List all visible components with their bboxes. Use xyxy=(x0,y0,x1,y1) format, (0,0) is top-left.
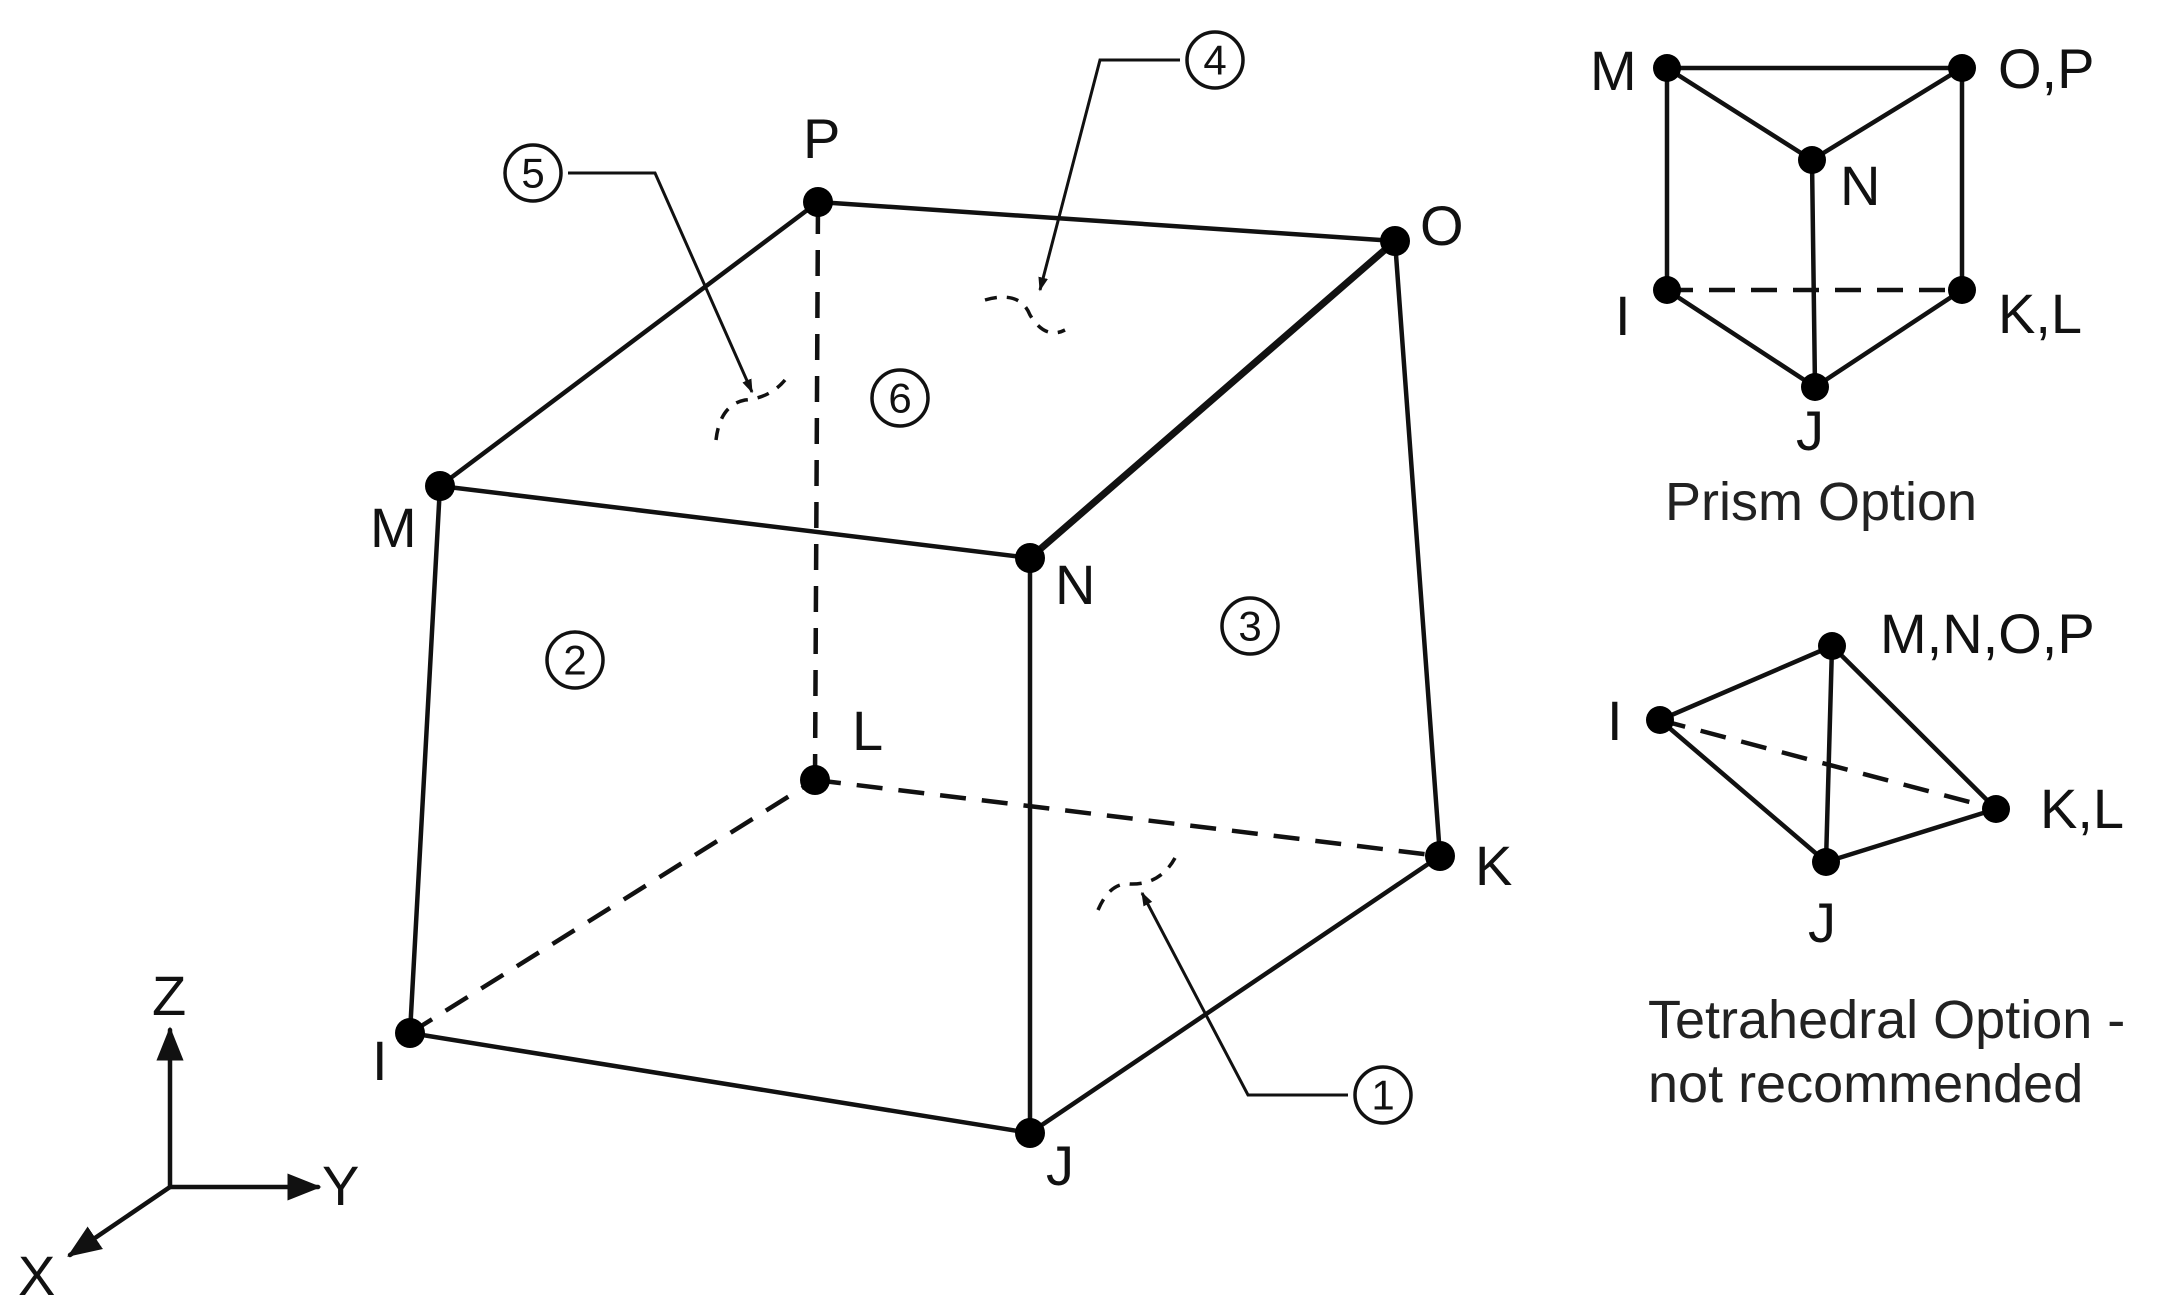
face-5-marker xyxy=(503,143,563,203)
node-N xyxy=(1015,543,1045,573)
edge-L-K xyxy=(814,777,1441,859)
face-2-marker xyxy=(545,630,605,690)
tetra-edge-I-J xyxy=(1657,717,1829,865)
prism-node-KL xyxy=(1948,276,1976,304)
prism-node-M xyxy=(1653,54,1681,82)
face-1-leader xyxy=(1140,891,1348,1097)
prism-edge-M-N xyxy=(1664,65,1815,163)
prism-edge-N-J xyxy=(1809,157,1818,390)
face-5-label: 5 xyxy=(521,150,544,197)
label-node-J: J xyxy=(1046,1134,1074,1197)
edge-O-K xyxy=(1392,238,1443,859)
prism-label-J: J xyxy=(1796,399,1824,462)
prism-label-OP: O,P xyxy=(1998,37,2094,100)
face-5-mark xyxy=(714,378,787,441)
prism-edge-N-OP xyxy=(1809,65,1965,163)
label-node-N: N xyxy=(1055,553,1095,616)
node-O xyxy=(1380,226,1410,256)
hexahedron: I J K L M N O P 6 2 3 4 5 1 xyxy=(370,30,1512,1197)
label-node-K: K xyxy=(1475,834,1512,897)
edge-P-O xyxy=(815,199,1398,244)
node-J xyxy=(1015,1118,1045,1148)
edge-I-L xyxy=(408,778,817,1035)
tetra-node-I xyxy=(1646,706,1674,734)
label-node-M: M xyxy=(370,496,417,559)
label-node-I: I xyxy=(372,1029,388,1092)
tetra-label-J: J xyxy=(1808,891,1836,954)
face-3-label: 3 xyxy=(1238,603,1261,650)
tetrahedral-option: M,N,O,P I K,L J Tetrahedral Option - not… xyxy=(1607,602,2125,1114)
tetra-edge-I-MNOP xyxy=(1657,643,1835,723)
edge-I-J xyxy=(407,1030,1033,1136)
prism-node-OP xyxy=(1948,54,1976,82)
z-axis-label: Z xyxy=(152,964,186,1027)
face-6-marker xyxy=(870,368,930,428)
tetra-node-MNOP xyxy=(1818,632,1846,660)
coordinate-axes: Z Y X xyxy=(18,964,359,1307)
tetra-edge-MNOP-KL xyxy=(1829,643,1999,812)
prism-label-M: M xyxy=(1590,39,1637,102)
edge-L-P xyxy=(812,201,821,781)
face-6-label: 6 xyxy=(888,375,911,422)
node-M xyxy=(425,471,455,501)
face-4-label: 4 xyxy=(1203,37,1226,84)
x-axis xyxy=(67,1184,173,1258)
prism-label-I: I xyxy=(1615,284,1631,347)
node-P xyxy=(803,187,833,217)
tetra-caption-line2: not recommended xyxy=(1648,1054,2083,1114)
prism-caption: Prism Option xyxy=(1665,472,1977,532)
face-4-mark xyxy=(984,295,1066,335)
edge-M-I xyxy=(407,483,443,1036)
label-node-O: O xyxy=(1420,194,1464,257)
face-4-leader xyxy=(1038,58,1180,292)
tetra-label-I: I xyxy=(1607,689,1623,752)
edge-J-K xyxy=(1027,853,1443,1136)
face-4-marker xyxy=(1185,30,1245,90)
edge-N-O xyxy=(1026,237,1399,562)
prism-node-N xyxy=(1798,146,1826,174)
face-1-marker xyxy=(1353,1065,1413,1125)
node-I xyxy=(395,1018,425,1048)
node-K xyxy=(1425,841,1455,871)
tetra-caption-line1: Tetrahedral Option - xyxy=(1648,990,2125,1050)
face-5-leader xyxy=(568,171,754,394)
tetra-edge-MNOP-J xyxy=(1823,643,1835,865)
face-3-marker xyxy=(1220,596,1280,656)
prism-label-KL: K,L xyxy=(1998,282,2082,345)
tetra-edge-J-KL xyxy=(1823,806,1999,865)
prism-edge-J-KL xyxy=(1812,287,1965,390)
label-node-L: L xyxy=(852,699,883,762)
prism-label-N: N xyxy=(1840,154,1880,217)
face-1-label: 1 xyxy=(1371,1072,1394,1119)
label-node-P: P xyxy=(803,107,840,170)
y-axis-label: Y xyxy=(322,1154,359,1217)
tetra-label-KL: K,L xyxy=(2040,777,2124,840)
prism-node-I xyxy=(1653,276,1681,304)
prism-node-J xyxy=(1801,373,1829,401)
prism-edge-I-J xyxy=(1664,287,1818,390)
prism-option: M O,P N I K,L J Prism Option xyxy=(1590,37,2094,532)
edge-M-P xyxy=(437,199,821,489)
face-2-label: 2 xyxy=(563,637,586,684)
node-L xyxy=(800,765,830,795)
tetra-node-J xyxy=(1812,848,1840,876)
tetra-label-MNOP: M,N,O,P xyxy=(1880,602,2095,665)
edge-M-N xyxy=(437,483,1033,561)
x-axis-label: X xyxy=(18,1244,55,1307)
face-1-mark xyxy=(1096,857,1177,911)
tetra-node-KL xyxy=(1982,795,2010,823)
